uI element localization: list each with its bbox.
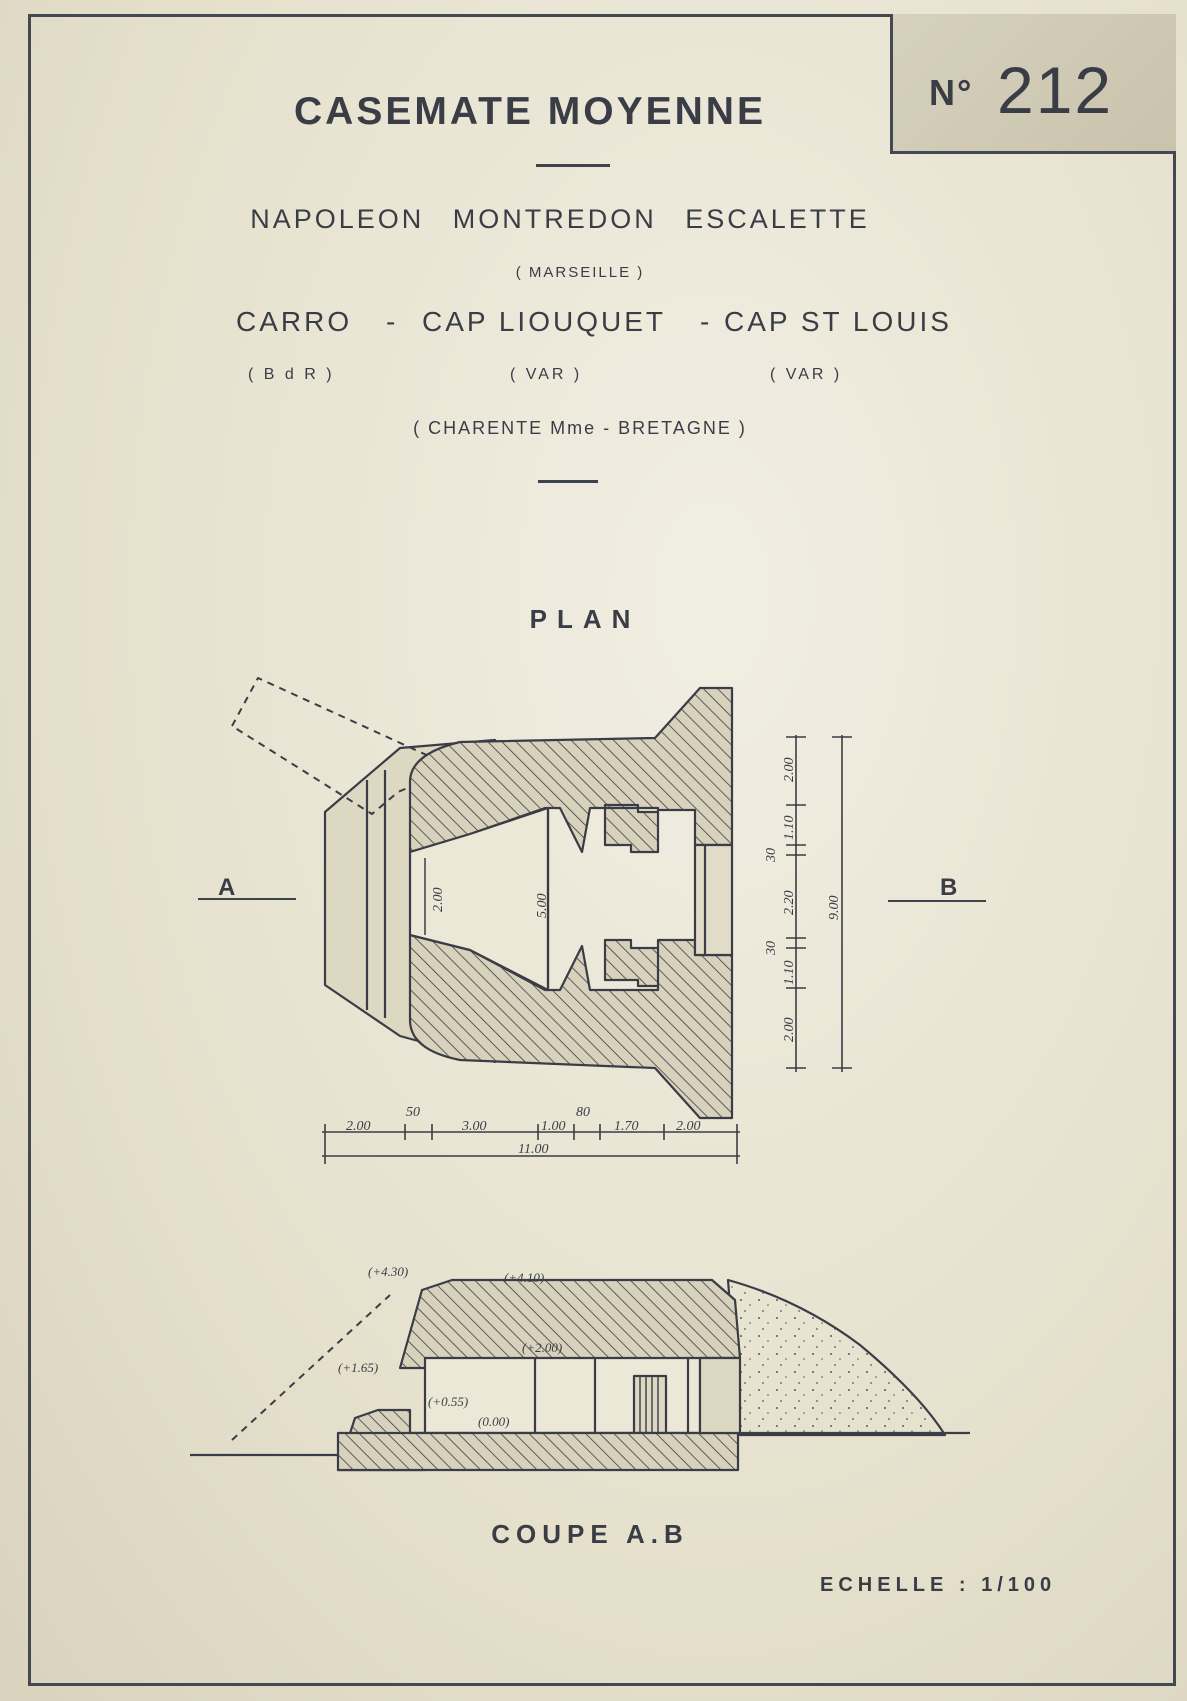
dim-inner-width: 5.00 bbox=[535, 894, 550, 919]
dim-right-4: 2.20 bbox=[782, 891, 797, 916]
level-plus-4-10: (+4.10) bbox=[504, 1270, 544, 1285]
level-plus-2-00: (+2.00) bbox=[522, 1340, 562, 1355]
dim-bottom-7: 2.00 bbox=[676, 1119, 701, 1134]
level-plus-0-55: (+0.55) bbox=[428, 1394, 468, 1409]
plan-label: PLAN bbox=[529, 604, 641, 634]
drawing-frame bbox=[28, 14, 1176, 1686]
section-gun-line-dashed bbox=[231, 1294, 391, 1441]
section-mark-a: A bbox=[218, 874, 236, 901]
plan-inner-dimensions bbox=[424, 812, 549, 985]
section-door bbox=[632, 1374, 668, 1435]
section-earth-mound bbox=[726, 1278, 947, 1437]
section-mark-b-line bbox=[888, 900, 986, 902]
section-ground bbox=[190, 1431, 970, 1457]
site-separator-2: - bbox=[700, 306, 713, 337]
title-underline bbox=[536, 164, 610, 167]
plan-view bbox=[231, 677, 734, 1120]
dim-right-5: 30 bbox=[764, 941, 779, 956]
section-rear-wall bbox=[698, 1356, 742, 1435]
sites-line-1: NAPOLEON MONTREDON ESCALETTE bbox=[250, 204, 870, 234]
plan-rear-passage bbox=[693, 843, 734, 957]
dim-right-3: 30 bbox=[764, 848, 779, 863]
dim-right-7: 2.00 bbox=[782, 1018, 797, 1043]
region-cap-st-louis: ( VAR ) bbox=[770, 366, 843, 383]
site-cap-liouquet: CAP LIOUQUET bbox=[422, 306, 666, 337]
dim-right-1: 2.00 bbox=[782, 758, 797, 783]
section-view bbox=[190, 1278, 970, 1472]
plan-upper-wall bbox=[408, 686, 734, 854]
sheet-number-prefix: N° bbox=[929, 72, 974, 113]
level-plus-4-30: (+4.30) bbox=[368, 1264, 408, 1279]
site-carro: CARRO bbox=[236, 306, 353, 337]
level-plus-1-65: (+1.65) bbox=[338, 1360, 378, 1375]
site-cap-st-louis: CAP ST LOUIS bbox=[724, 306, 952, 337]
sheet-number: 212 bbox=[997, 53, 1114, 127]
level-0-00: (0.00) bbox=[478, 1414, 509, 1429]
dim-inner-opening: 2.00 bbox=[431, 888, 446, 913]
dim-bottom-4: 1.00 bbox=[541, 1119, 566, 1134]
section-label: COUPE A.B bbox=[491, 1519, 689, 1549]
dim-total-height: 9.00 bbox=[827, 896, 842, 921]
dim-bottom-2: 50 bbox=[406, 1105, 420, 1120]
header-divider bbox=[538, 480, 598, 483]
dim-right-2: 1.10 bbox=[782, 816, 797, 841]
charente-line: ( CHARENTE Mme - BRETAGNE ) bbox=[413, 418, 747, 438]
section-door-bars bbox=[639, 1376, 659, 1433]
dim-bottom-1: 2.00 bbox=[346, 1119, 371, 1134]
drawing-title: CASEMATE MOYENNE bbox=[294, 90, 766, 133]
sheet-number-box: N° 212 bbox=[890, 14, 1176, 154]
scale-label: ECHELLE : 1/100 bbox=[820, 1574, 1057, 1596]
dim-chain-bottom bbox=[322, 1124, 740, 1164]
section-mark-b: B bbox=[940, 874, 958, 901]
dim-total-width: 11.00 bbox=[518, 1142, 548, 1157]
region-cap-liouquet: ( VAR ) bbox=[510, 366, 583, 383]
section-floor-slab bbox=[336, 1431, 740, 1472]
section-roof-slab bbox=[398, 1278, 742, 1370]
dim-bottom-6: 1.70 bbox=[614, 1119, 639, 1134]
dim-bottom-5: 80 bbox=[576, 1105, 590, 1120]
section-mark-a-line bbox=[198, 898, 296, 900]
plan-lower-wall bbox=[408, 933, 734, 1120]
dim-bottom-3: 3.00 bbox=[461, 1119, 487, 1134]
site-separator-1: - bbox=[386, 306, 399, 337]
sites-line-1-region: ( MARSEILLE ) bbox=[515, 264, 645, 281]
region-carro: ( B d R ) bbox=[248, 366, 335, 383]
dim-right-6: 1.10 bbox=[782, 961, 797, 986]
dim-chain-right bbox=[786, 735, 852, 1072]
